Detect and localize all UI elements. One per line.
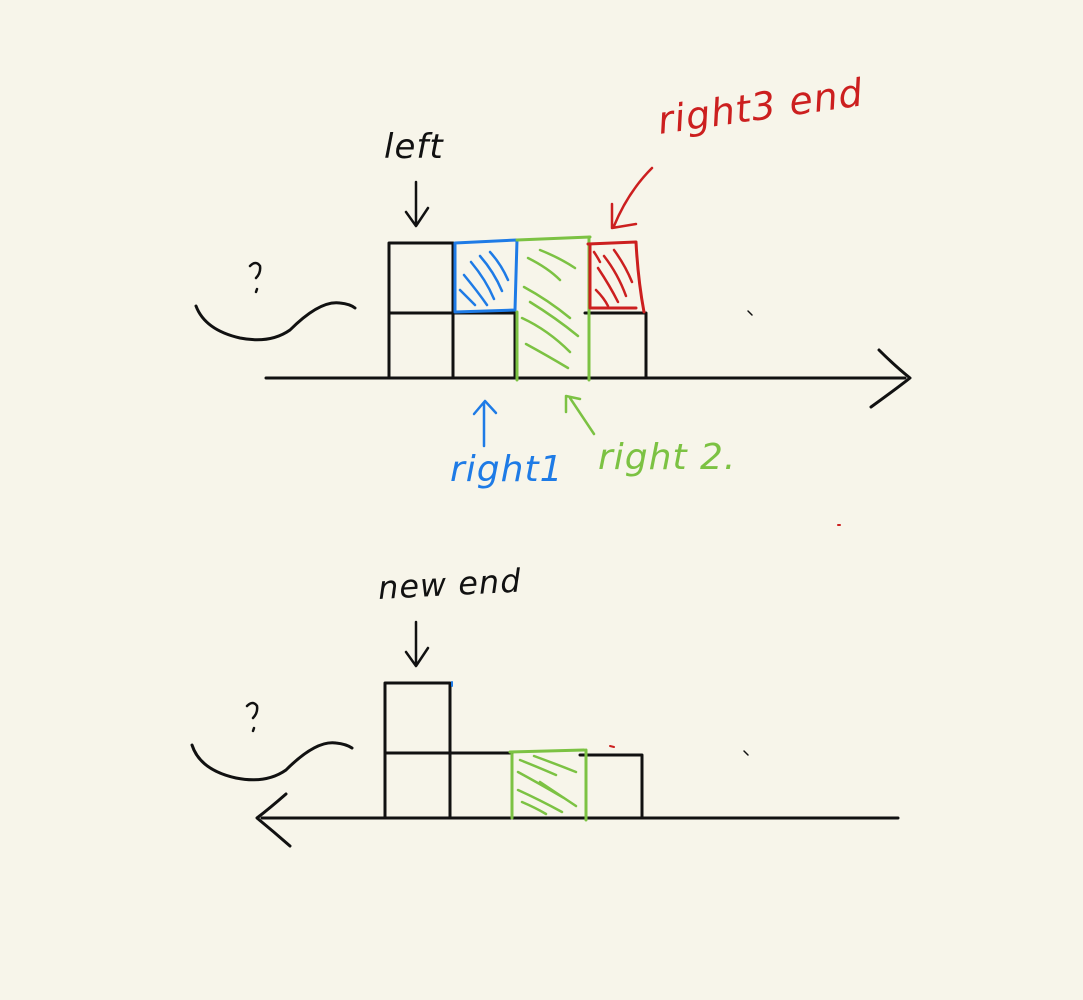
top-black-boxes [387, 241, 648, 380]
bottom-diagram [190, 620, 900, 848]
label-new-end: new end [377, 561, 523, 607]
blue-hatch [458, 250, 510, 307]
green-hatch [520, 248, 580, 370]
top-squiggle [194, 301, 357, 342]
bottom-squiggle [190, 741, 354, 782]
bottom-green-box [508, 748, 588, 822]
top-question-mark-glyph [248, 261, 262, 294]
bottom-green-hatch [516, 754, 578, 816]
blue-box-right1 [453, 238, 519, 314]
top-diagram [194, 166, 912, 526]
stray-mark [747, 310, 753, 316]
red-tick [609, 745, 615, 748]
top-axis-arrowhead [869, 348, 912, 409]
new-end-pointer-arrow [404, 620, 430, 668]
right1-pointer-arrow [472, 399, 498, 448]
left-pointer-arrow [404, 180, 430, 228]
bottom-axis-arrowhead [255, 792, 292, 848]
label-right1: right1 [450, 449, 564, 490]
stray-mark-2 [743, 750, 749, 756]
label-left: left [384, 127, 444, 167]
label-right2: right 2. [598, 437, 737, 478]
red-hatch [592, 248, 634, 308]
right2-pointer-arrow [564, 394, 596, 436]
red-box-right3 [586, 240, 646, 314]
bottom-question-mark-glyph [245, 701, 259, 733]
right3-pointer-arrow [610, 166, 654, 230]
